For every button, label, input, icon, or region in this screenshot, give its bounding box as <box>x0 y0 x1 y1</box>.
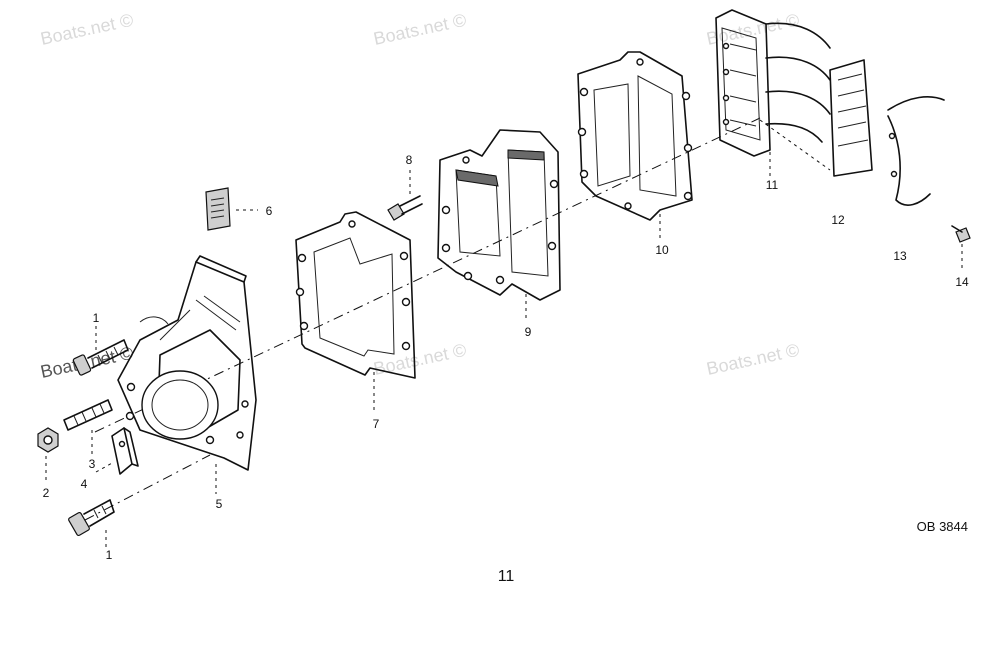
part-3-stud <box>63 399 113 431</box>
part-14-screw <box>951 225 971 243</box>
part-7-gasket <box>295 211 416 379</box>
part-11-reed-block <box>715 9 831 157</box>
part-2-nut <box>37 427 59 453</box>
callout-3: 3 <box>89 457 96 471</box>
figure-code: OB 3844 <box>917 519 968 534</box>
callout-numbers: 1 2 3 4 5 6 7 8 9 10 11 12 13 14 1 <box>43 153 969 562</box>
callout-5: 5 <box>216 497 223 511</box>
callout-11: 11 <box>766 178 779 192</box>
callout-10: 10 <box>655 243 669 257</box>
part-4-clip <box>111 427 139 475</box>
callout-13: 13 <box>893 249 907 263</box>
part-6-decal <box>205 187 231 231</box>
callout-2: 2 <box>43 486 50 500</box>
part-10-gasket <box>577 51 693 221</box>
part-5-intake-manifold <box>117 255 257 471</box>
callout-1-upper: 1 <box>93 311 100 325</box>
watermark-top-left: Boats.net © <box>39 10 135 49</box>
part-9-reed-plate <box>437 129 561 301</box>
callout-4: 4 <box>81 477 88 491</box>
part-8-screw <box>387 195 423 221</box>
leader-lines <box>45 119 963 548</box>
part-13-reed-stop <box>887 96 945 206</box>
assembly-axis-line <box>94 117 761 433</box>
part-1-upper-screw <box>72 339 129 376</box>
watermark-mid-center: Boats.net © <box>372 340 468 379</box>
watermark-top-center: Boats.net © <box>372 10 468 49</box>
callout-14: 14 <box>955 275 969 289</box>
page-number: 11 <box>498 568 515 585</box>
callout-9: 9 <box>525 325 532 339</box>
callout-1-lower: 1 <box>106 548 113 562</box>
watermark-mid-right: Boats.net © <box>705 340 801 379</box>
callout-6: 6 <box>266 204 273 218</box>
callout-8: 8 <box>406 153 413 167</box>
callout-7: 7 <box>373 417 380 431</box>
part-12-reed-petals <box>829 59 873 177</box>
assembly-axis-lower <box>84 454 211 521</box>
callout-12: 12 <box>831 213 845 227</box>
part-1-lower-screw <box>68 499 115 537</box>
